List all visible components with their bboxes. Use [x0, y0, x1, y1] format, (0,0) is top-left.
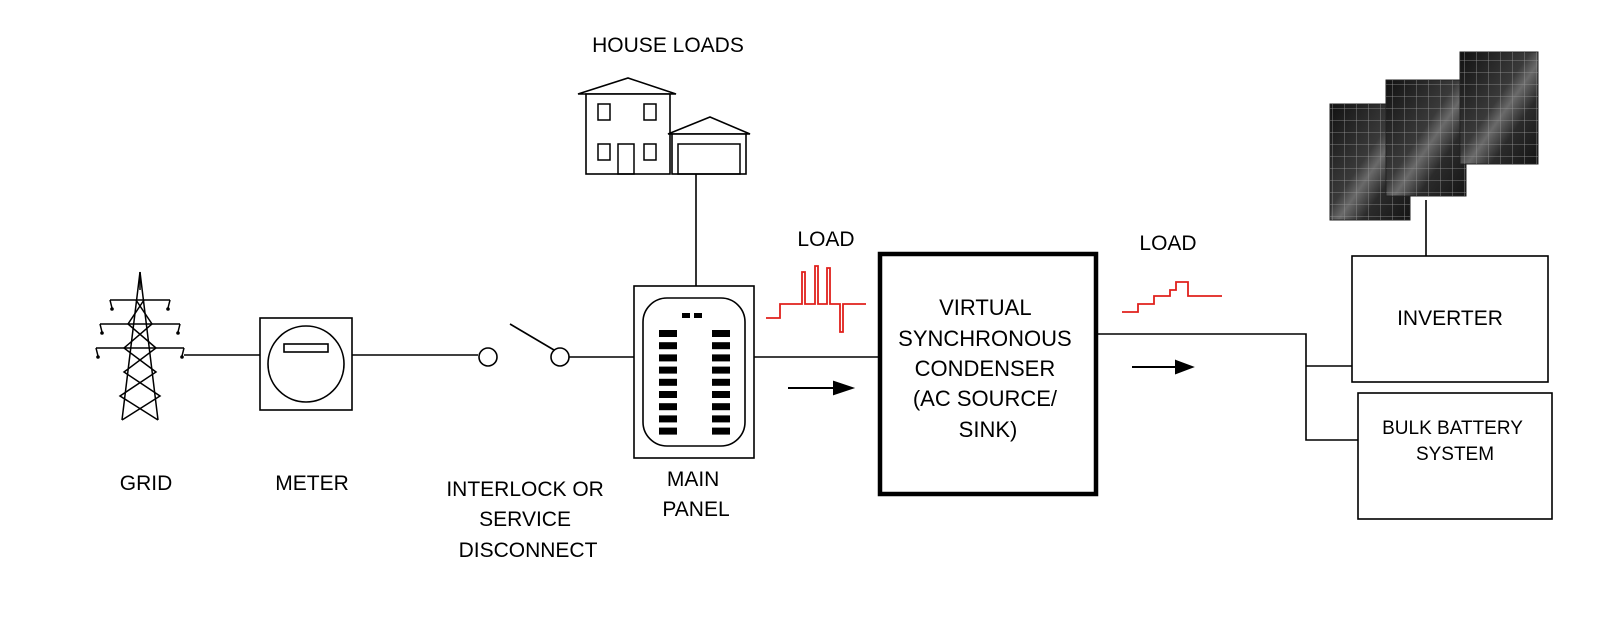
load-trace-right: [1122, 281, 1222, 313]
breaker-slot: [659, 415, 677, 423]
vsc-box: [877, 251, 1099, 497]
breaker-slot: [712, 342, 730, 350]
grid-label: GRID: [120, 472, 173, 495]
breakers-right: [712, 330, 730, 435]
meter-icon: [259, 317, 353, 411]
load-trace-left: [766, 265, 866, 333]
breaker-slot: [659, 378, 677, 386]
main-panel-label: MAIN PANEL: [662, 468, 729, 521]
breaker-slot: [659, 366, 677, 374]
switch-icon: [478, 323, 570, 367]
vsc-label: VIRTUAL SYNCHRONOUS CONDENSER (AC SOURCE…: [898, 295, 1078, 442]
breaker-slot: [659, 330, 677, 337]
breaker-slot: [712, 366, 730, 374]
breaker-slot: [712, 330, 730, 337]
inverter-box: [1351, 255, 1549, 383]
breaker-slot: [712, 378, 730, 386]
house-icon: [577, 77, 751, 175]
panel-icon: [633, 285, 755, 459]
battery-label: BULK BATTERY SYSTEM: [1382, 418, 1528, 465]
wire-vsc-inverter-battery: [1096, 333, 1358, 441]
breaker-slot: [712, 415, 730, 423]
breaker-slot: [659, 342, 677, 350]
breaker-slot: [712, 391, 730, 398]
breaker-slot: [712, 403, 730, 411]
breaker-slot: [712, 427, 730, 435]
transmission-tower-icon: [95, 271, 185, 421]
load-label-right: LOAD: [1139, 232, 1196, 255]
breaker-slot: [659, 354, 677, 362]
load-label-left: LOAD: [797, 228, 854, 251]
breaker-slot: [659, 403, 677, 411]
breaker-slot: [659, 391, 677, 398]
inverter-label: INVERTER: [1397, 307, 1503, 330]
arrow-icon: [788, 380, 856, 396]
interlock-label: INTERLOCK OR SERVICE DISCONNECT: [446, 478, 609, 562]
battery-box: [1357, 392, 1553, 520]
breaker-slot: [712, 354, 730, 362]
arrow-icon: [1132, 359, 1195, 375]
breaker-slot: [659, 427, 677, 435]
house-loads-label: HOUSE LOADS: [592, 34, 744, 57]
meter-label: METER: [275, 472, 349, 495]
solar-panel-icon: [1329, 51, 1539, 221]
breakers-left: [659, 330, 677, 435]
